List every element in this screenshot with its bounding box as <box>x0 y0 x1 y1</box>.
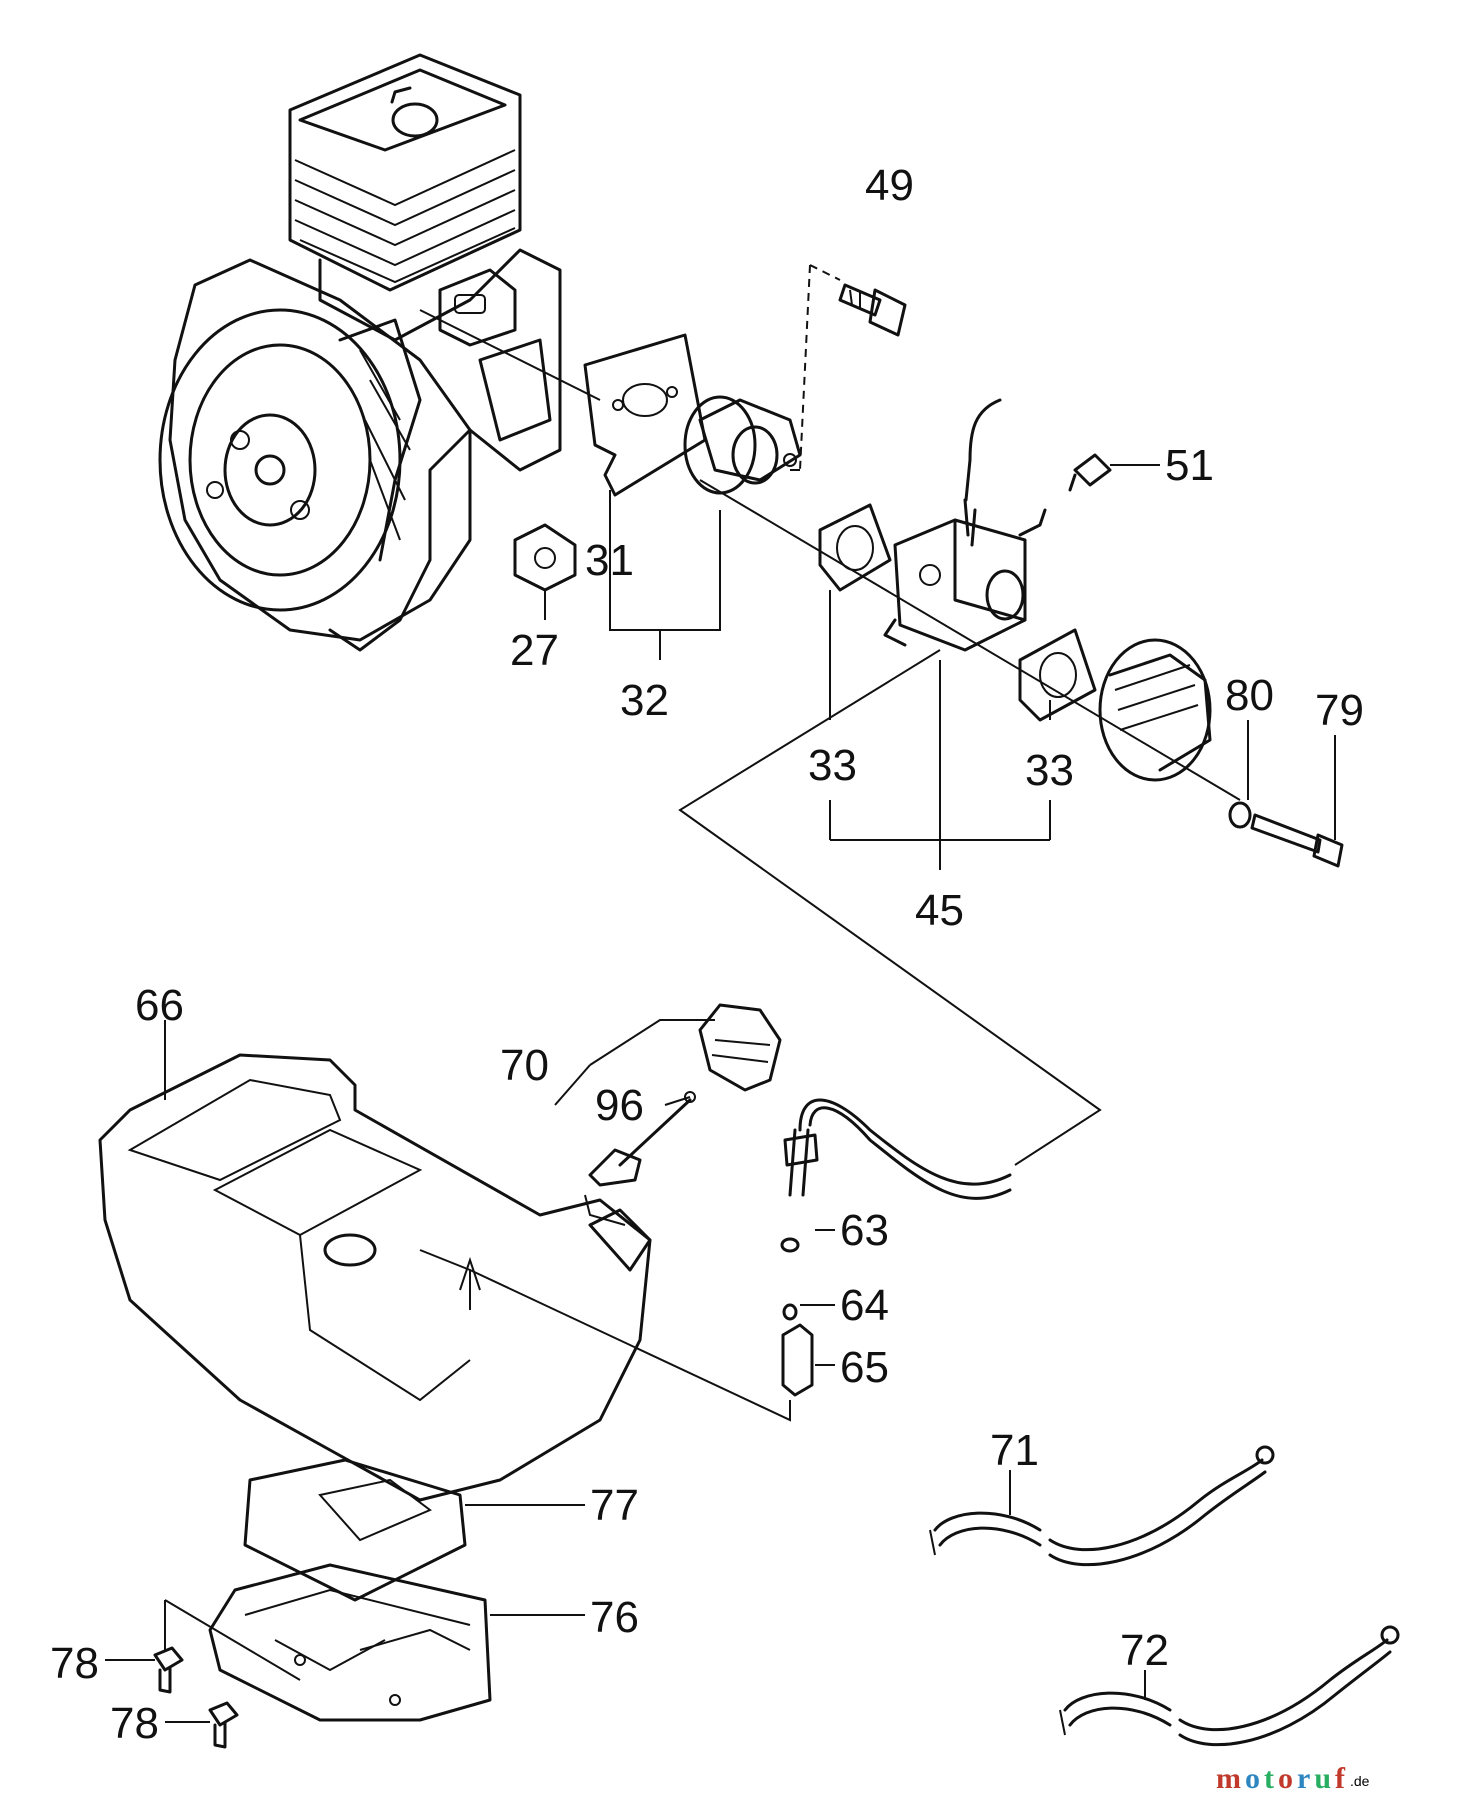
plate-77 <box>243 1458 467 1602</box>
screw-78-a <box>153 1646 184 1694</box>
fuel-tank-66 <box>98 1053 652 1502</box>
brand-letter-4: o <box>1278 1762 1293 1795</box>
fuel-filter-65 <box>781 1303 814 1397</box>
callout-71: 71 <box>990 1426 1039 1475</box>
callout-45: 45 <box>915 886 964 935</box>
screw-78-b <box>208 1701 239 1749</box>
cable-71 <box>929 1445 1275 1567</box>
callout-49: 49 <box>865 161 914 210</box>
brand-suffix: .de <box>1350 1773 1370 1789</box>
engine-assembly <box>158 53 601 652</box>
brand-letter-7: f <box>1335 1762 1346 1795</box>
gasket-33-left <box>818 503 892 592</box>
brand-letter-3: t <box>1264 1762 1274 1795</box>
callout-32: 32 <box>620 676 669 725</box>
callout-27: 27 <box>510 626 559 675</box>
insulator-32 <box>683 395 802 495</box>
clip-64 <box>780 1237 800 1253</box>
callout-76: 76 <box>590 1593 639 1642</box>
bracket-76 <box>208 1563 492 1722</box>
brand-letter-5: r <box>1297 1762 1310 1795</box>
fuel-cap-70 <box>698 1003 782 1092</box>
callout-33-left: 33 <box>808 741 857 790</box>
callout-77: 77 <box>590 1481 639 1530</box>
callout-64: 64 <box>840 1281 889 1330</box>
callout-80: 80 <box>1225 671 1274 720</box>
brand-logo: m o t o r u f .de <box>1216 1762 1370 1795</box>
gasket-31 <box>583 333 707 497</box>
callout-66: 66 <box>135 981 184 1030</box>
callout-78-bottom: 78 <box>110 1699 159 1748</box>
air-filter-cover <box>1098 638 1212 782</box>
callout-70: 70 <box>500 1041 549 1090</box>
callout-63: 63 <box>840 1206 889 1255</box>
callout-65: 65 <box>840 1343 889 1392</box>
callout-79: 79 <box>1315 686 1364 735</box>
gasket-33-right <box>1018 628 1097 722</box>
callout-72: 72 <box>1120 1626 1169 1675</box>
washer-80 <box>1228 801 1252 829</box>
part-27-block <box>513 523 577 592</box>
callout-78-top: 78 <box>50 1639 99 1688</box>
carburetor-45 <box>883 398 1112 652</box>
callout-51: 51 <box>1165 441 1214 490</box>
cable-72 <box>1059 1625 1400 1747</box>
fuel-hose-63 <box>783 1098 1012 1200</box>
leader-lines <box>105 264 1336 1723</box>
bolt-79 <box>1250 813 1344 868</box>
bolt-49 <box>838 283 907 337</box>
callout-31: 31 <box>585 536 634 585</box>
brand-wordmark: m o t o r u f <box>1216 1762 1346 1795</box>
brand-letter-6: u <box>1314 1762 1331 1795</box>
brand-letter-2: o <box>1245 1762 1260 1795</box>
callout-labels: 49 51 31 27 32 80 79 33 33 45 66 70 96 6… <box>50 161 1364 1748</box>
callout-33-right: 33 <box>1025 746 1074 795</box>
callout-96: 96 <box>595 1081 644 1130</box>
brand-letter-1: m <box>1216 1762 1241 1795</box>
strap-96 <box>588 1091 696 1187</box>
